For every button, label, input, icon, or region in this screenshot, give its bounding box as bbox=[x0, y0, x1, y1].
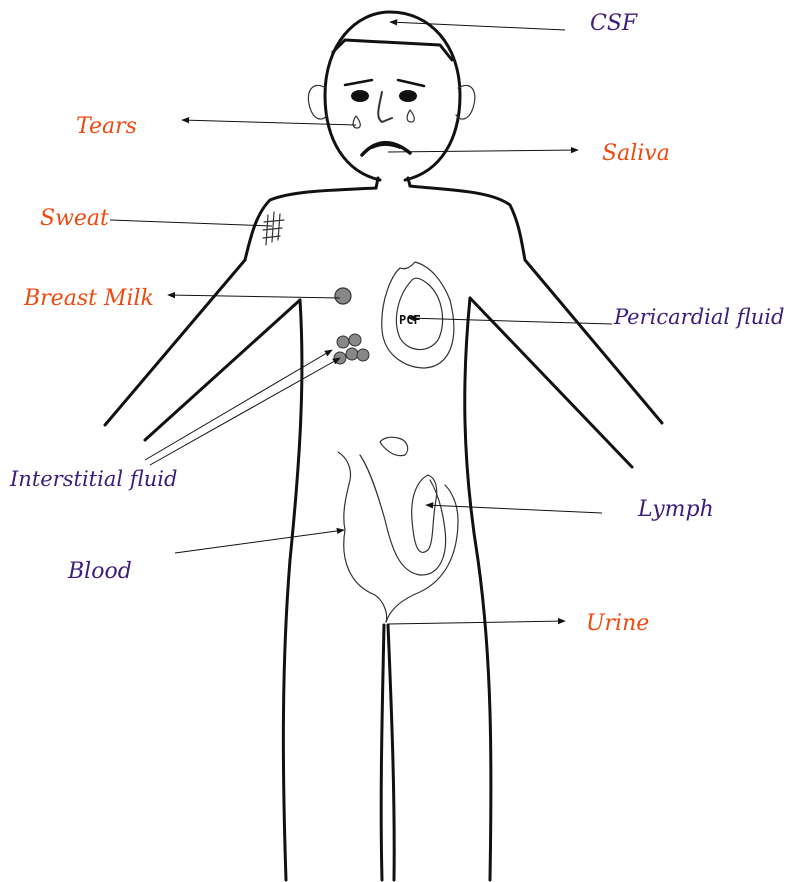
arrow-sweat bbox=[110, 220, 272, 226]
arrow-breast-milk bbox=[168, 295, 340, 298]
right-inner-arm bbox=[470, 298, 632, 467]
arrow-pericardial bbox=[408, 318, 612, 324]
breast-milk-gland bbox=[335, 288, 351, 304]
neck-left bbox=[376, 178, 378, 188]
right-brow bbox=[398, 80, 424, 86]
stomach bbox=[380, 437, 408, 455]
right-torso-leg bbox=[465, 298, 491, 880]
pcf-label: PCF bbox=[399, 313, 421, 327]
label-tears: Tears bbox=[76, 114, 137, 139]
arrow-urine bbox=[388, 621, 565, 624]
intestine-loop bbox=[360, 455, 446, 575]
head-outline bbox=[325, 12, 460, 180]
interstitial-cells bbox=[334, 334, 369, 364]
tear-left bbox=[353, 116, 360, 128]
left-eye bbox=[351, 90, 369, 102]
sweat-glands bbox=[263, 212, 284, 245]
face bbox=[345, 80, 424, 155]
label-sweat: Sweat bbox=[40, 206, 109, 231]
tear-right bbox=[407, 110, 414, 122]
arrow-interstitial-1 bbox=[145, 350, 332, 460]
label-interstitial: Interstitial fluid bbox=[9, 467, 177, 491]
label-lymph: Lymph bbox=[637, 497, 714, 522]
right-inner-leg bbox=[388, 625, 394, 880]
label-saliva: Saliva bbox=[602, 141, 670, 166]
arrow-csf bbox=[390, 22, 565, 30]
left-brow bbox=[345, 80, 372, 85]
arrow-saliva bbox=[388, 150, 578, 152]
arrows bbox=[110, 22, 612, 624]
label-pericardial: Pericardial fluid bbox=[613, 305, 784, 329]
arrow-tears bbox=[182, 120, 356, 125]
arrow-blood bbox=[175, 530, 344, 553]
label-blood: Blood bbox=[67, 559, 132, 584]
left-inner-arm bbox=[145, 300, 300, 440]
left-torso-leg bbox=[283, 300, 302, 880]
nose bbox=[378, 92, 392, 122]
abdomen-outline bbox=[338, 452, 387, 622]
arrow-lymph bbox=[426, 505, 602, 513]
label-breast-milk: Breast Milk bbox=[23, 286, 154, 311]
right-eye bbox=[399, 90, 417, 102]
hairline bbox=[333, 40, 452, 60]
label-csf: CSF bbox=[590, 11, 638, 36]
label-urine: Urine bbox=[586, 611, 649, 636]
left-inner-leg bbox=[381, 625, 384, 880]
